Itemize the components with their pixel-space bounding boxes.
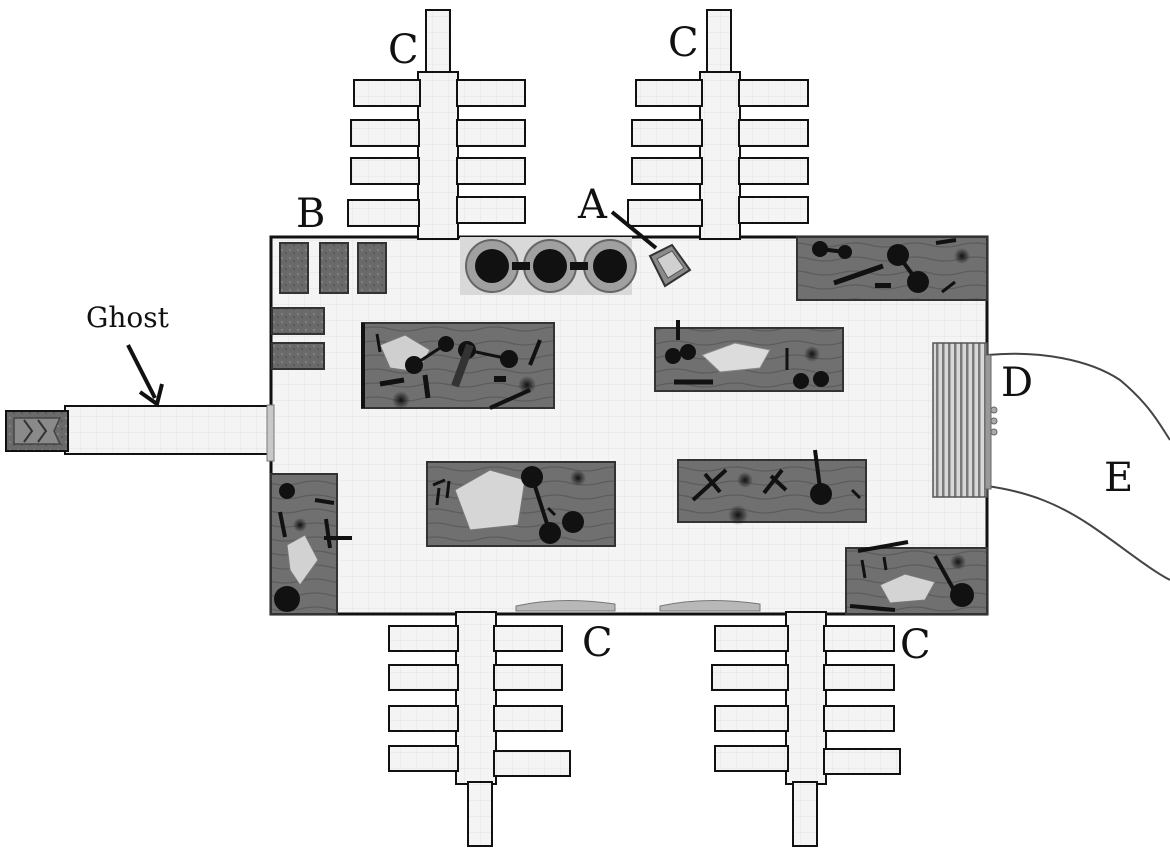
corridor-top-right xyxy=(627,9,809,240)
label-c-bottom-right: C xyxy=(900,622,931,668)
corridor-bottom-left xyxy=(388,611,571,847)
label-ghost: Ghost xyxy=(86,301,170,334)
right-exit xyxy=(932,342,1170,581)
item-a xyxy=(610,210,692,288)
corridor-top-left xyxy=(347,9,526,240)
label-e: E xyxy=(1104,455,1133,501)
ghost-arrow xyxy=(126,344,164,408)
table-upper-right xyxy=(654,320,844,392)
label-c-bottom-left: C xyxy=(582,620,613,666)
table-bottom-right xyxy=(845,540,988,615)
debris-bottom-wall xyxy=(515,599,761,612)
crates-b xyxy=(271,242,387,370)
label-c-top-left: C xyxy=(388,27,419,73)
label-d: D xyxy=(1001,360,1033,406)
table-upper-left xyxy=(361,322,555,410)
stairs-d xyxy=(932,342,988,498)
barrels-row xyxy=(460,237,637,295)
table-lower-left xyxy=(426,461,616,547)
corridor-bottom-right xyxy=(711,611,901,847)
label-a: A xyxy=(577,182,608,228)
label-c-top-right: C xyxy=(668,20,699,66)
label-b: B xyxy=(296,191,325,237)
table-bottom-left xyxy=(270,473,352,615)
table-lower-right xyxy=(677,449,867,525)
table-top-right xyxy=(796,236,988,301)
left-hallway xyxy=(5,404,275,462)
